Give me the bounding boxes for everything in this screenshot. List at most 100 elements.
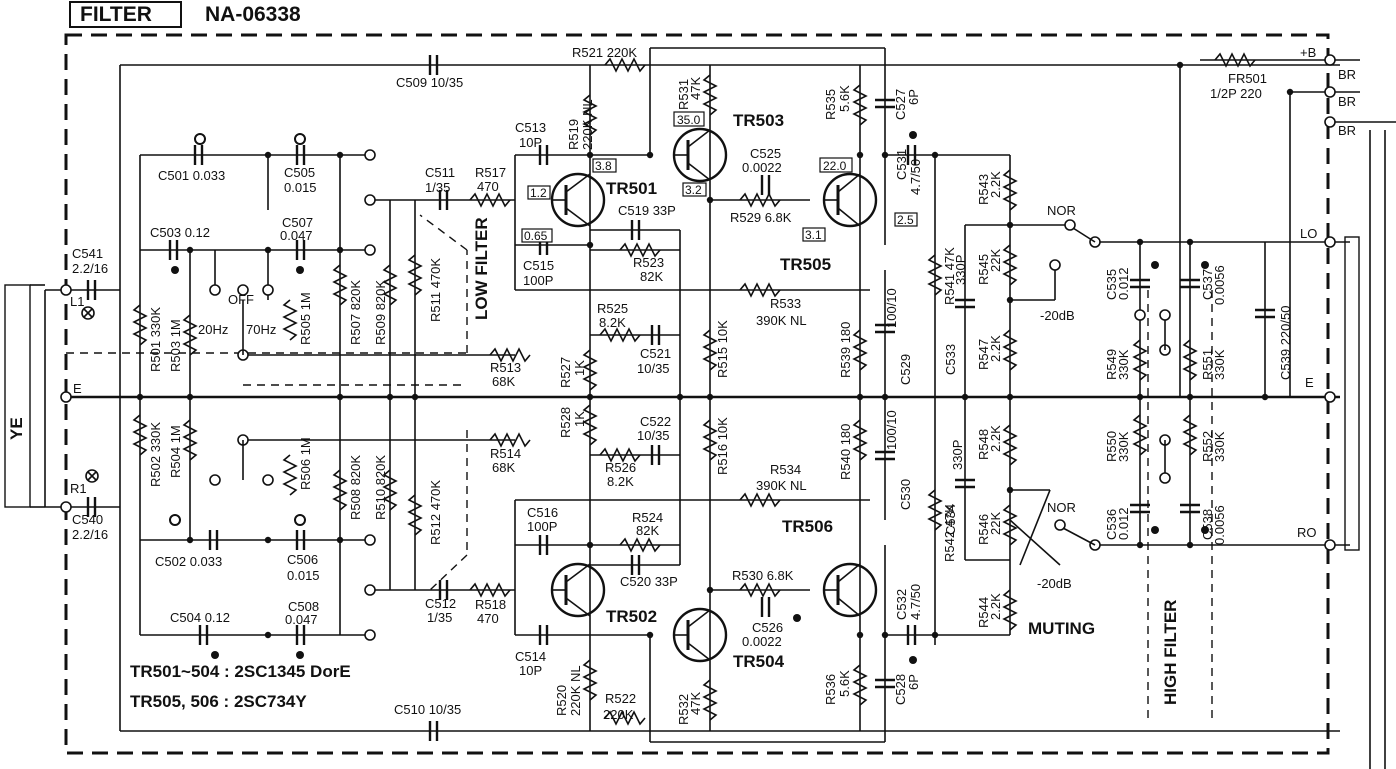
muting-nor-top-label: NOR xyxy=(1047,203,1076,218)
junction xyxy=(186,393,194,401)
terminal-plus-b xyxy=(1324,54,1336,66)
label-c525v: 0.0022 xyxy=(742,160,782,175)
capacitor-c534 xyxy=(955,478,975,489)
junction xyxy=(706,586,714,594)
switch-70hz-contact xyxy=(262,284,274,296)
label-r524v: 82K xyxy=(636,523,659,538)
label-r527v: 1K xyxy=(572,360,587,376)
muting-arm-top xyxy=(1072,227,1096,243)
connector-plus-b: +B xyxy=(1300,45,1316,60)
label-c509: C509 10/35 xyxy=(396,75,463,90)
junction xyxy=(931,151,939,159)
label-r547v: 2.2K xyxy=(988,335,1003,362)
wiring xyxy=(30,47,1396,769)
junction-dots xyxy=(136,61,1294,664)
junction xyxy=(1006,486,1014,494)
label-r540: R540 180 xyxy=(838,424,853,480)
label-c505: C505 xyxy=(284,165,315,180)
label-c520: C520 33P xyxy=(620,574,678,589)
junction xyxy=(586,241,594,249)
connector-ye: YE xyxy=(7,417,26,440)
label-c538: C538 xyxy=(1200,509,1215,540)
junction xyxy=(1136,393,1144,401)
label-r551v: 330K xyxy=(1212,349,1227,380)
label-r508: R508 820K xyxy=(348,455,363,520)
label-r550: R550 xyxy=(1104,431,1119,462)
resistor-r508 xyxy=(332,469,348,511)
junction xyxy=(1186,393,1194,401)
resistor-r520 xyxy=(582,659,598,701)
switch-20hz-label: 20Hz xyxy=(198,322,228,337)
label-r517: R517 xyxy=(475,165,506,180)
label-r552v: 330K xyxy=(1212,431,1227,462)
transistor-note-1: TR501~504 : 2SC1345 DorE xyxy=(130,662,351,681)
switch-off-label: OFF xyxy=(228,292,254,307)
junction xyxy=(1006,221,1014,229)
resistor-r532 xyxy=(702,679,718,721)
label-c511v: 1/35 xyxy=(425,180,450,195)
resistor-r541 xyxy=(927,254,943,296)
label-r523: R523 xyxy=(633,255,664,270)
tr502-label: TR502 xyxy=(606,607,657,626)
terminal-filter-5 xyxy=(364,584,376,596)
label-c502: C502 0.033 xyxy=(155,554,222,569)
label-r513: R513 xyxy=(490,360,521,375)
terminal-filter-2 xyxy=(364,194,376,206)
resistor-r545 xyxy=(1002,244,1018,286)
capacitor-c509 xyxy=(428,55,439,75)
resistor-r512 xyxy=(407,494,423,536)
terminal-l1 xyxy=(60,284,72,296)
label-r521: R521 220K xyxy=(572,45,637,60)
wire-cross-c xyxy=(1009,519,1061,566)
label-c530v: 100/10 xyxy=(884,410,899,450)
resistor-r504 xyxy=(182,419,198,461)
label-c514v: 10P xyxy=(519,663,542,678)
transistor-tr505-symbol xyxy=(822,172,878,228)
resistor-r502 xyxy=(132,414,148,456)
muting-nor-top xyxy=(1064,219,1076,231)
resistor-r523 xyxy=(619,242,661,258)
label-r545: R545 xyxy=(976,254,991,285)
label-c501: C501 0.033 xyxy=(158,168,225,183)
resistor-r509 xyxy=(382,264,398,306)
label-r536v: 5.6K xyxy=(837,670,852,697)
muting-nor-bot-label: NOR xyxy=(1047,500,1076,515)
resistor-r505 xyxy=(282,299,298,341)
label-c504: C504 0.12 xyxy=(170,610,230,625)
label-c540v: 2.2/16 xyxy=(72,527,108,542)
label-r517v: 470 xyxy=(477,179,499,194)
label-c528v: 6P xyxy=(906,674,921,690)
label-r526: R526 xyxy=(605,460,636,475)
label-c533: C533 xyxy=(943,344,958,375)
test-point xyxy=(909,131,917,139)
resistor-r529 xyxy=(739,192,781,208)
junction xyxy=(856,393,864,401)
resistor-r534 xyxy=(739,492,781,508)
label-c507: C507 xyxy=(282,215,313,230)
low-filter-divider-diag2 xyxy=(429,554,468,591)
label-r544v: 2.2K xyxy=(988,593,1003,620)
label-c506: C506 xyxy=(287,552,318,567)
label-r541: R541 47K xyxy=(942,247,957,305)
test-point xyxy=(1151,526,1159,534)
label-r529: R529 6.8K xyxy=(730,210,792,225)
label-c540: C540 xyxy=(72,512,103,527)
label-c526: C526 xyxy=(752,620,783,635)
resistor-r531 xyxy=(702,74,718,116)
muting-20db-bot-label: -20dB xyxy=(1037,576,1072,591)
label-c503: C503 0.12 xyxy=(150,225,210,240)
terminal-e-left xyxy=(60,391,72,403)
label-c530: C530 xyxy=(898,479,913,510)
input-cable xyxy=(4,284,31,508)
tr504-label: TR504 xyxy=(733,652,785,671)
resistor-r552 xyxy=(1182,414,1198,456)
label-r546: R546 xyxy=(976,514,991,545)
voltage-label: 22.0 xyxy=(823,159,847,173)
muting-arm-bot xyxy=(1062,527,1096,546)
label-r528: R528 xyxy=(558,407,573,438)
voltage-label: 3.1 xyxy=(805,228,822,242)
label-r515: R515 10K xyxy=(715,320,730,378)
resistor-r547 xyxy=(1002,329,1018,371)
junction xyxy=(856,631,864,639)
